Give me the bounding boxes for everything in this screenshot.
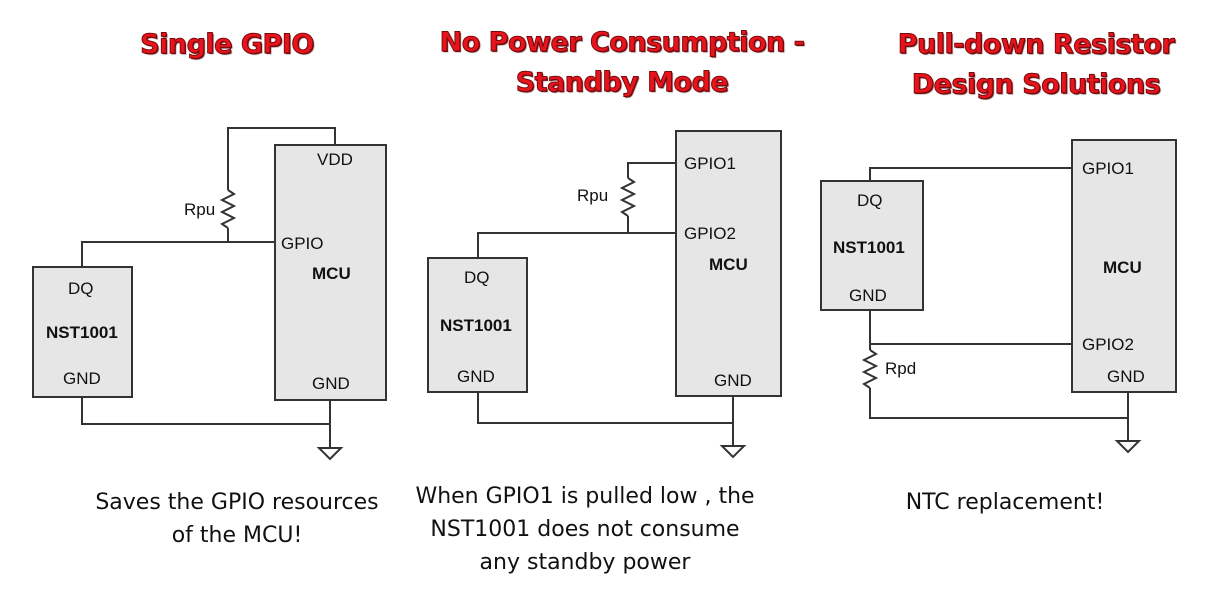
dq-gpio2-wire xyxy=(869,311,1072,345)
dq-wire xyxy=(477,232,628,258)
title-line: Single GPIO xyxy=(140,29,315,61)
sensor-gnd-pin-label: GND xyxy=(457,367,495,386)
pullup-resistor-symbol xyxy=(219,189,237,229)
dq-wire xyxy=(81,241,228,267)
ground-symbol xyxy=(316,447,344,461)
mcu-gnd-pin-label: GND xyxy=(312,374,350,393)
panel-3-wiring xyxy=(861,167,1142,454)
panel-3-title: Pull-down Resistor Design Solutions xyxy=(836,25,1225,105)
ground-symbol xyxy=(719,445,747,459)
resistor-label: Rpu xyxy=(577,186,609,205)
mcu-gnd-pin-label: GND xyxy=(714,371,752,390)
sensor-dq-pin-label: DQ xyxy=(464,268,490,287)
panel-1-title: Single GPIO xyxy=(27,25,427,65)
sensor-name: NST1001 xyxy=(833,238,905,257)
sensor-block xyxy=(820,180,924,311)
resistor-label: Rpd xyxy=(885,359,917,378)
panel-3-caption: NTC replacement! xyxy=(815,486,1195,519)
sensor-gnd-pin-label: GND xyxy=(63,369,101,388)
mcu-name: MCU xyxy=(709,255,748,274)
mcu-gnd-pin-label: GND xyxy=(1107,367,1145,386)
mcu-gpio-pin-label: GPIO xyxy=(281,234,324,253)
sensor-name: NST1001 xyxy=(440,316,512,335)
sensor-gnd-pin-label: GND xyxy=(849,286,887,305)
gpio-wire xyxy=(227,228,275,243)
gpio1-wire xyxy=(869,167,1072,181)
caption-line: NST1001 does not consume xyxy=(430,517,740,542)
panel-2-wiring xyxy=(477,162,747,459)
gnd-wire xyxy=(81,398,330,425)
title-line: Standby Mode xyxy=(515,67,729,99)
caption-line: NTC replacement! xyxy=(905,490,1105,515)
mcu-block xyxy=(675,130,782,397)
caption-line: Saves the GPIO resources xyxy=(95,490,379,515)
sensor-dq-pin-label: DQ xyxy=(857,191,883,210)
title-line: Pull-down Resistor xyxy=(897,29,1175,61)
panel-1-caption: Saves the GPIO resources of the MCU! xyxy=(47,486,427,552)
sensor-name: NST1001 xyxy=(46,323,118,342)
mcu-name: MCU xyxy=(1103,258,1142,277)
gnd-wire xyxy=(869,388,1128,419)
pulldown-resistor-symbol xyxy=(861,349,879,389)
panel-2-caption: When GPIO1 is pulled low , the NST1001 d… xyxy=(395,480,775,579)
title-line: Design Solutions xyxy=(911,69,1161,101)
caption-line: of the MCU! xyxy=(171,523,303,548)
mcu-gpio1-pin-label: GPIO1 xyxy=(684,154,736,173)
resistor-label: Rpu xyxy=(184,200,216,219)
gpio1-wire xyxy=(627,162,676,178)
mcu-block xyxy=(274,144,387,401)
mcu-vdd-pin-label: VDD xyxy=(317,150,353,169)
sensor-dq-pin-label: DQ xyxy=(68,279,94,298)
mcu-name: MCU xyxy=(312,264,351,283)
mcu-gpio2-pin-label: GPIO2 xyxy=(684,224,736,243)
mcu-gpio1-pin-label: GPIO1 xyxy=(1082,159,1134,178)
title-line: No Power Consumption - xyxy=(439,27,805,59)
gpio2-wire xyxy=(627,216,676,234)
caption-line: When GPIO1 is pulled low , the xyxy=(415,484,755,509)
mcu-gpio2-pin-label: GPIO2 xyxy=(1082,335,1134,354)
panel-2-title: No Power Consumption - Standby Mode xyxy=(412,23,832,103)
caption-line: any standby power xyxy=(479,550,691,575)
pullup-resistor-symbol xyxy=(619,177,637,217)
sensor-block xyxy=(427,257,528,393)
ground-symbol xyxy=(1114,440,1142,454)
panel-1-wiring xyxy=(81,127,344,461)
sensor-block xyxy=(32,266,133,398)
gnd-wire xyxy=(477,393,733,424)
vdd-wire xyxy=(227,127,336,190)
mcu-block xyxy=(1071,139,1177,393)
